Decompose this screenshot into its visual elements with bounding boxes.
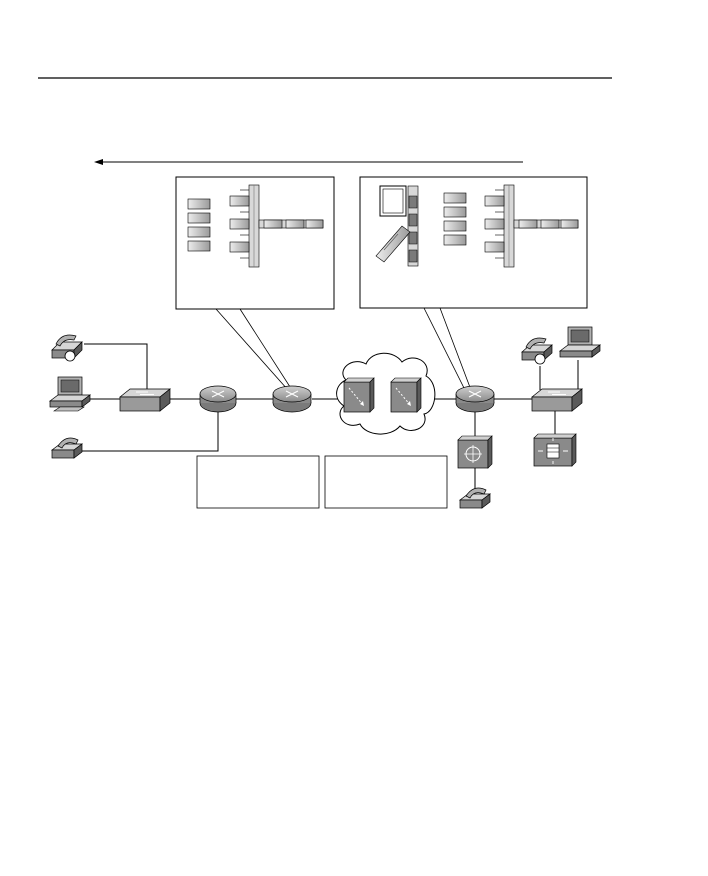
label-box-left — [196, 455, 320, 509]
ip-phone-icon — [51, 334, 83, 362]
direction-arrow — [94, 159, 523, 165]
queue-slots-left — [229, 189, 250, 259]
ip-phone-icon — [521, 337, 553, 365]
cloud-icon — [336, 352, 436, 435]
pbx-icon — [533, 433, 577, 467]
links — [82, 343, 579, 490]
label-box-right — [324, 455, 448, 509]
analog-phone-icon — [50, 437, 84, 459]
router-icon — [272, 385, 312, 413]
policer-icon — [375, 185, 419, 267]
queue-callout-right — [359, 176, 588, 391]
switch-icon — [119, 388, 171, 412]
switch-icon — [531, 388, 583, 412]
queue-callout-left — [175, 176, 335, 391]
analog-phone-icon — [458, 487, 492, 509]
pc-icon — [48, 376, 92, 412]
queue-slots-right — [484, 189, 505, 259]
router-icon — [455, 385, 495, 413]
queue-packets-right — [443, 192, 467, 246]
call-manager-icon — [457, 435, 493, 469]
pc-icon — [558, 326, 602, 358]
atm-switch-icon — [343, 377, 375, 413]
queue-packets-left — [187, 198, 211, 252]
atm-switch-icon — [390, 377, 422, 413]
router-icon — [199, 385, 237, 413]
